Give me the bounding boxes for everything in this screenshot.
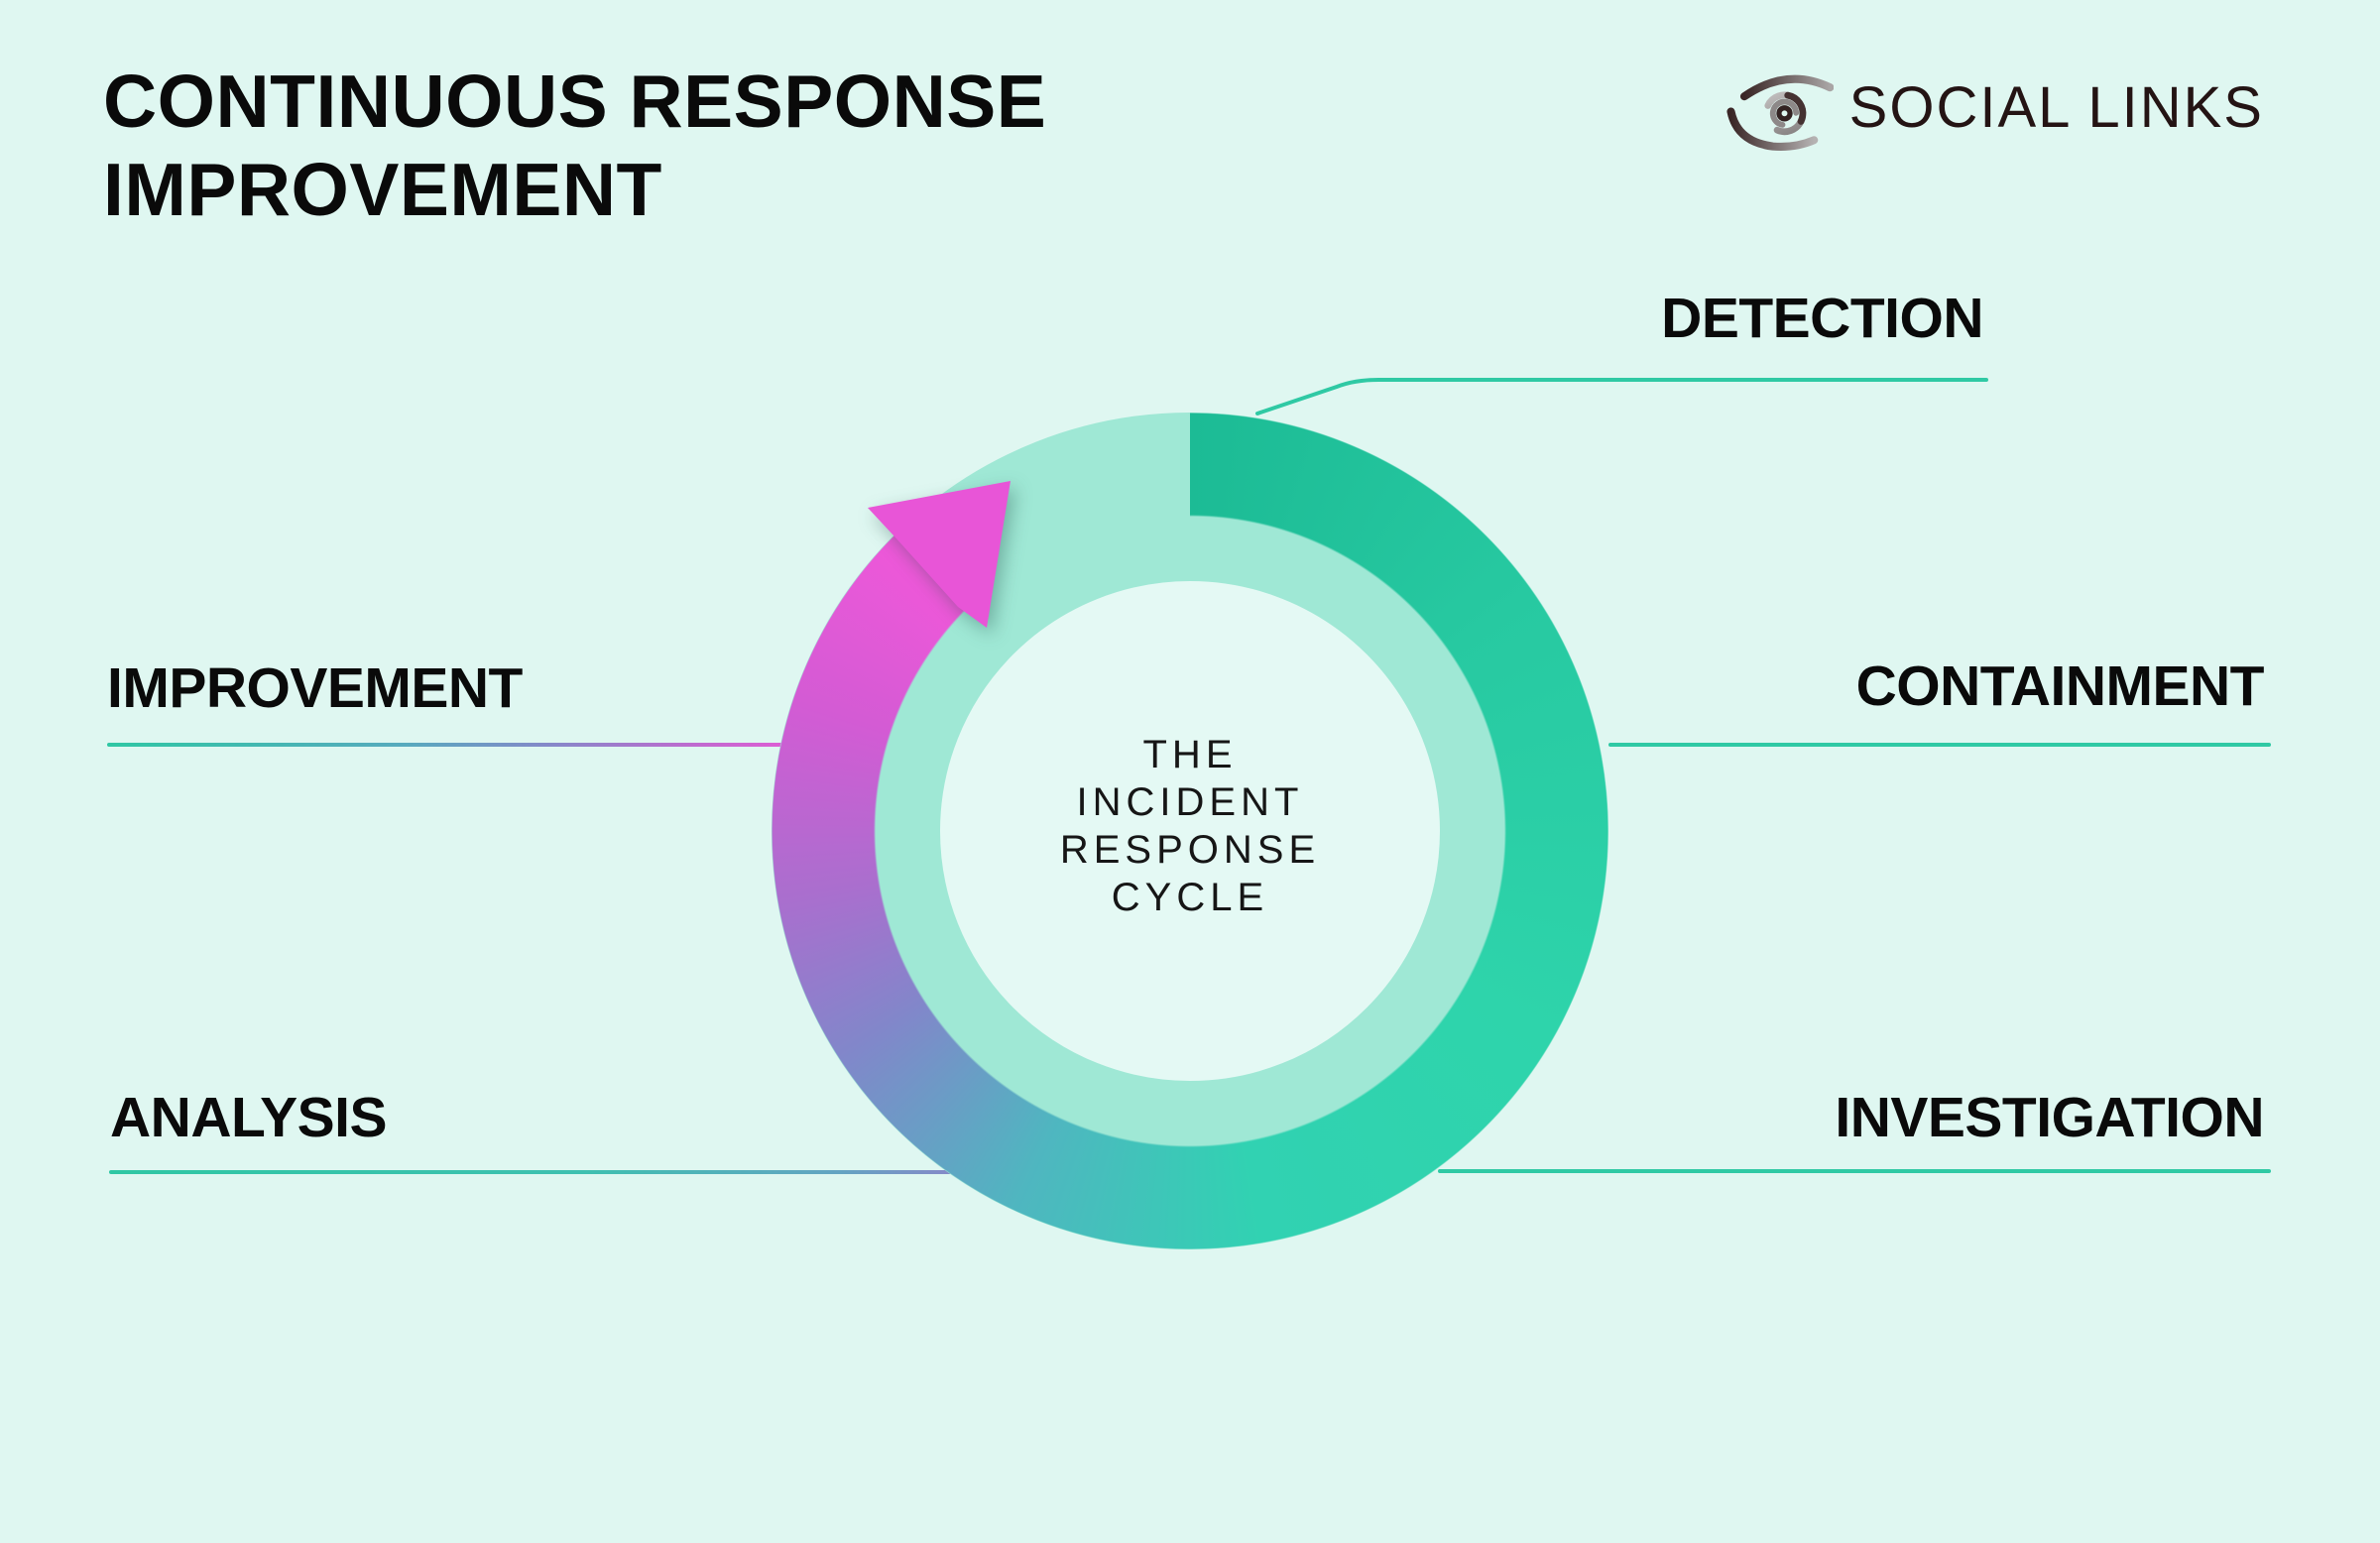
cycle-arrow-head — [868, 481, 1011, 628]
eye-icon-strokes — [1726, 74, 1834, 151]
connector-line-detection — [1255, 378, 1988, 415]
center-label-line2: INCIDENT — [1076, 780, 1304, 824]
stage-label-detection: DETECTION — [1661, 287, 1983, 350]
center-label-line4: CYCLE — [1111, 876, 1269, 919]
stage-label-analysis: ANALYSIS — [110, 1086, 387, 1149]
pupil-ring — [1775, 105, 1793, 122]
lower-eyelid-arc — [1726, 107, 1818, 151]
stage-label-containment: CONTAINMENT — [1855, 654, 2265, 718]
iris-inner-arc — [1769, 98, 1799, 128]
center-label-line1: THE — [1142, 733, 1238, 776]
center-label-line3: RESPONSE — [1059, 828, 1321, 872]
eye-spiral-icon — [1726, 74, 1834, 151]
page-title: CONTINUOUS RESPONSE IMPROVEMENT — [103, 58, 1046, 234]
logo-text: SOCIAL LINKS — [1848, 74, 2264, 140]
upper-eyelid-arc — [1739, 74, 1834, 101]
stage-label-investigation: INVESTIGATION — [1835, 1086, 2264, 1149]
page-title-line2: IMPROVEMENT — [103, 148, 662, 231]
iris-outer-dark-arc — [1762, 91, 1806, 136]
social-links-logo: SOCIAL LINKS — [1709, 56, 2264, 159]
page-title-line1: CONTINUOUS RESPONSE — [103, 59, 1047, 143]
stage-label-improvement: IMPROVEMENT — [107, 656, 523, 720]
cycle-center-label: THE INCIDENT RESPONSE CYCLE — [942, 731, 1438, 921]
